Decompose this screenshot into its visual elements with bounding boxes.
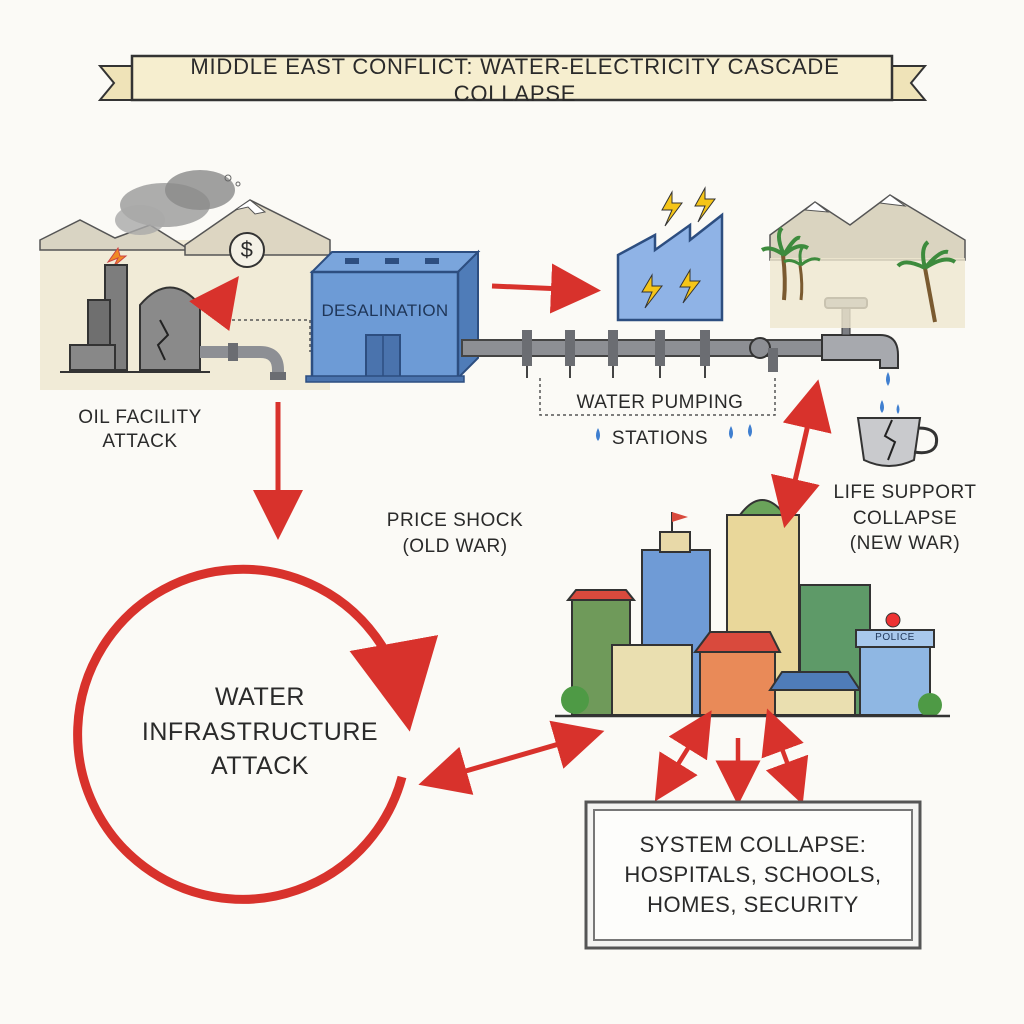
water-drops bbox=[596, 424, 752, 441]
life-support-label: LIFE SUPPORT COLLAPSE (NEW WAR) bbox=[825, 480, 985, 557]
system-collapse-line2: HOSPITALS, SCHOOLS, bbox=[624, 862, 882, 888]
flow-arrows bbox=[189, 263, 832, 806]
arrow-city-to-system-3 bbox=[761, 708, 809, 805]
palm-tree bbox=[896, 240, 957, 323]
broken-cup-icon bbox=[856, 400, 939, 467]
dollar-symbol: $ bbox=[240, 237, 254, 262]
oil-facility-label: OIL FACILITY ATTACK bbox=[65, 406, 215, 454]
oil-facility-illustration bbox=[60, 170, 241, 373]
water-pumping-line2: STATIONS bbox=[611, 428, 709, 450]
oil-facility-line1: OIL FACILITY bbox=[78, 407, 202, 428]
price-shock-line2: (OLD WAR) bbox=[402, 535, 508, 557]
water-pumping-line1: WATER PUMPING bbox=[576, 392, 744, 413]
arrow-city-to-system-1 bbox=[654, 710, 712, 802]
palm-tree bbox=[783, 244, 821, 301]
life-support-line2: COLLAPSE bbox=[852, 507, 958, 529]
police-sign: POLICE bbox=[875, 632, 915, 643]
arrow-life-support bbox=[770, 379, 832, 529]
water-infrastructure-label: WATER INFRASTRUCTURE ATTACK bbox=[130, 680, 390, 784]
water-pumping-label: WATER PUMPING STATIONS bbox=[560, 385, 760, 457]
water-infrastructure-line1: WATER bbox=[215, 683, 305, 711]
cycle-arrow bbox=[73, 564, 438, 904]
city-illustration bbox=[555, 499, 950, 718]
desalination-plant bbox=[305, 249, 481, 383]
oil-pipe bbox=[200, 319, 311, 380]
desalination-label: DESALINATION bbox=[321, 301, 449, 320]
water-infrastructure-line2: INFRASTRUCTURE bbox=[141, 717, 379, 746]
pump-1 bbox=[522, 330, 532, 378]
palm-tree bbox=[760, 226, 810, 301]
power-plant bbox=[616, 186, 724, 322]
water-infrastructure-line3: ATTACK bbox=[211, 752, 309, 780]
price-shock-label: PRICE SHOCK (OLD WAR) bbox=[380, 508, 530, 559]
right-landscape bbox=[760, 194, 966, 328]
life-support-line1: LIFE SUPPORT bbox=[833, 482, 977, 503]
dollar-coin-icon bbox=[229, 232, 265, 268]
pump-3 bbox=[608, 330, 618, 378]
arrow-desal-to-power bbox=[491, 263, 601, 314]
system-collapse-label: SYSTEM COLLAPSE: HOSPITALS, SCHOOLS, HOM… bbox=[592, 808, 914, 942]
oil-facility-line2: ATTACK bbox=[102, 430, 178, 452]
title-banner bbox=[97, 54, 928, 102]
pump-5 bbox=[700, 330, 710, 378]
arrow-oil-to-dollar bbox=[189, 275, 239, 332]
pump-2 bbox=[565, 330, 575, 378]
life-support-line3: (NEW WAR) bbox=[849, 533, 961, 555]
pump-4 bbox=[655, 330, 665, 378]
arrow-cycle-city bbox=[418, 720, 605, 795]
page-title: MIDDLE EAST CONFLICT: WATER-ELECTRICITY … bbox=[190, 53, 840, 107]
system-collapse-line3: HOMES, SECURITY bbox=[647, 891, 859, 917]
system-collapse-frame bbox=[584, 800, 922, 950]
system-collapse-line1: SYSTEM COLLAPSE: bbox=[639, 832, 867, 858]
price-shock-line1: PRICE SHOCK bbox=[386, 510, 524, 531]
